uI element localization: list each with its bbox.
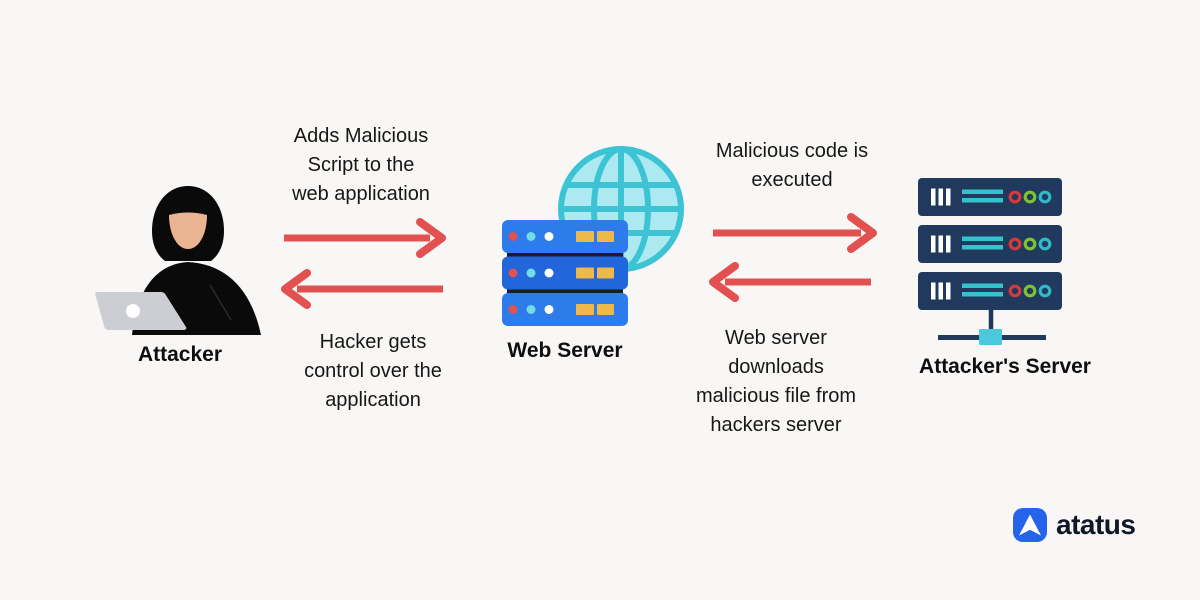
web-server-rack [502, 220, 628, 326]
arrow-attackersserver-to-webserver [709, 262, 871, 302]
atatus-logo-text: atatus [1056, 509, 1136, 540]
arrow-webserver-to-attackersserver [713, 213, 877, 253]
navy-server-rack [918, 178, 1062, 345]
flow-text-adds-malicious-script: Adds Malicious Script to the web applica… [292, 125, 430, 205]
laptop-logo-dot [126, 304, 140, 318]
stand-hub [979, 329, 1002, 345]
attackers-server-label: Attacker's Server [919, 355, 1091, 378]
attacker-icon [95, 186, 261, 335]
web-server-icon [502, 146, 684, 326]
arrow-webserver-to-attacker [281, 269, 443, 309]
attacker-laptop [95, 292, 187, 330]
attackers-server-icon [918, 178, 1062, 345]
arrow-attacker-to-webserver [284, 218, 446, 258]
sleeve-crease [209, 284, 232, 321]
attacker-arm [181, 315, 261, 335]
flow-text-webserver-downloads: Web server downloads malicious file from… [695, 327, 857, 436]
flow-text-hacker-gets-control: Hacker gets control over the application [304, 331, 442, 411]
atatus-logo-icon [1013, 508, 1047, 542]
atatus-logo: atatus [1013, 508, 1136, 542]
web-server-label: Web Server [507, 339, 623, 362]
attacker-face [169, 212, 207, 249]
flow-text-malicious-code-executed: Malicious code is executed [715, 140, 869, 191]
attacker-label: Attacker [137, 343, 223, 366]
